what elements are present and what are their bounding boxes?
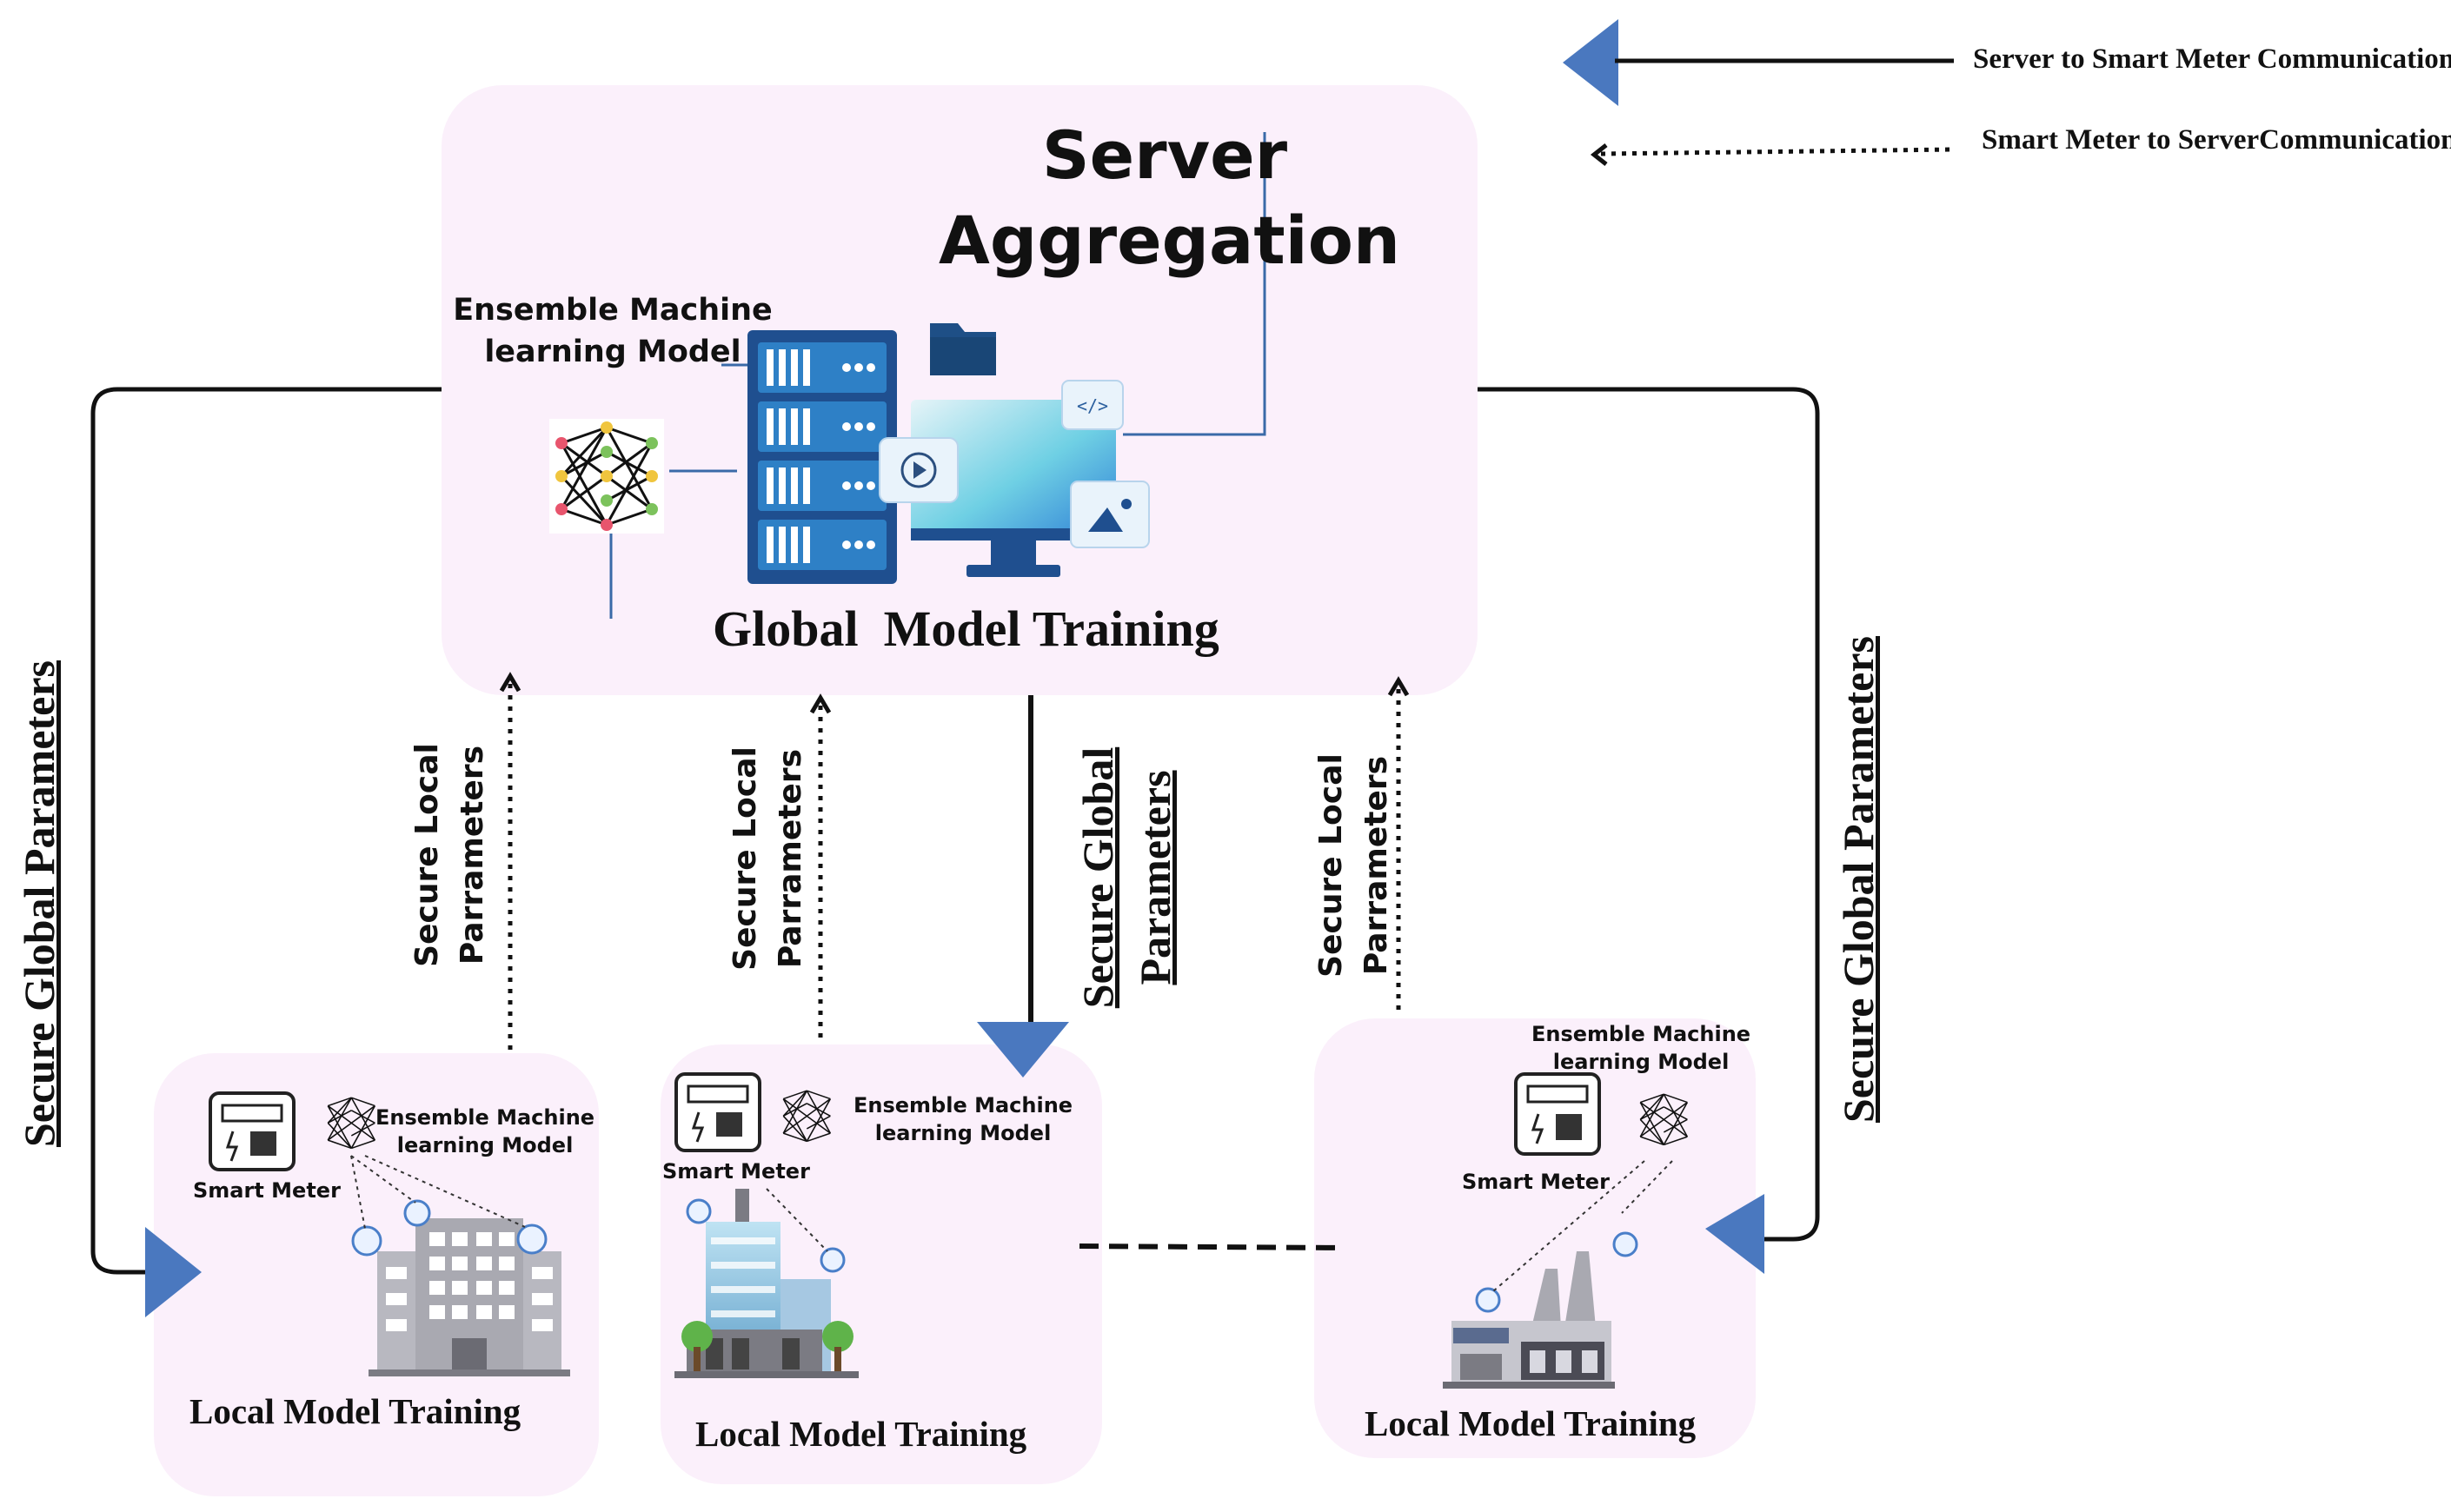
- local-param-3-line1: Secure Local: [1313, 753, 1349, 978]
- local-param-2-line2: Parrameters: [773, 748, 808, 969]
- folder-icon: [930, 323, 996, 375]
- client-1-model-line1: Ensemble Machine: [375, 1105, 595, 1130]
- client-peer-link: [1079, 1243, 1345, 1250]
- client-3-signal-lines: [1492, 1160, 1673, 1292]
- client-1-signal-lines: [350, 1155, 526, 1230]
- local-param-1-line2: Parrameters: [455, 745, 490, 965]
- neural-network-icon: [549, 419, 664, 534]
- server-model-line1: Ensemble Machine: [453, 293, 773, 328]
- local-param-2-line1: Secure Local: [727, 746, 763, 971]
- client-1-model-line2: learning Model: [396, 1133, 574, 1157]
- local-param-label-3: Secure Local Parrameters: [1309, 753, 1399, 978]
- local-parameter-arrow-2: [809, 693, 832, 1038]
- client-3-training-label: Local Model Training: [1365, 1403, 1697, 1443]
- local-param-3-line2: Parrameters: [1358, 755, 1394, 976]
- client-3-meter-label: Smart Meter: [1462, 1170, 1610, 1194]
- client-3-model-line1: Ensemble Machine: [1531, 1022, 1751, 1046]
- glass-building-icon: [674, 1189, 859, 1378]
- middle-global-line2: Parameters: [1131, 770, 1179, 985]
- image-icon: [1070, 481, 1150, 548]
- play-icon: [879, 437, 959, 503]
- factory-icon: [1443, 1251, 1615, 1389]
- server-rack-icon: [747, 330, 897, 584]
- server-title-line1: Server: [1041, 116, 1288, 194]
- local-parameter-arrow-3: [1387, 676, 1410, 1010]
- local-param-1-line1: Secure Local: [409, 743, 445, 967]
- legend-dotted-label: Smart Meter to ServerCommunication: [1982, 124, 2451, 156]
- client-2-signal-line: [766, 1188, 828, 1252]
- legend-solid-arrow: [1563, 19, 1954, 106]
- client-2-meter-label: Smart Meter: [662, 1159, 810, 1184]
- client-1-training-label: Local Model Training: [189, 1391, 521, 1431]
- client-1-model-label: Ensemble Machine learning Model: [375, 1104, 594, 1159]
- tree-icon: [681, 1321, 854, 1371]
- middle-global-label: Secure Global Parameters: [1069, 747, 1184, 1008]
- server-model-line2: learning Model: [484, 335, 741, 369]
- smart-meter-icon: [1514, 1072, 1601, 1156]
- server-panel: [442, 85, 1478, 695]
- server-model-label: Ensemble Machine learning Model: [452, 289, 774, 373]
- monitor-icon: [911, 400, 1116, 577]
- wifi-signal-icon: [1475, 1231, 1638, 1313]
- middle-global-line1: Secure Global: [1073, 746, 1122, 1009]
- right-global-parameter-arrow: [1478, 387, 1820, 1274]
- left-global-parameter-arrow: [90, 387, 442, 1317]
- server-title-line2: Aggregation: [939, 202, 1401, 279]
- legend-dotted-arrow: [1590, 143, 1955, 166]
- wifi-signal-icon: [351, 1199, 548, 1257]
- client-3-model-label: Ensemble Machine learning Model: [1531, 1020, 1750, 1076]
- smart-meter-icon: [209, 1091, 296, 1171]
- neural-network-icon: [782, 1090, 832, 1143]
- middle-global-parameter-arrow: [977, 695, 1069, 1078]
- server-connector-lines: [609, 132, 1266, 619]
- global-training-label: Global Model Training: [713, 600, 1219, 657]
- neural-network-icon: [327, 1097, 376, 1150]
- client-2-training-label: Local Model Training: [695, 1414, 1027, 1454]
- client-1-meter-label: Smart Meter: [193, 1178, 341, 1203]
- wifi-signal-icon: [686, 1198, 846, 1273]
- client-2-model-label: Ensemble Machine learning Model: [854, 1091, 1073, 1147]
- local-parameter-arrow-1: [499, 672, 521, 1050]
- right-global-label: Secure Global Parameters: [1834, 635, 1883, 1124]
- svg-text:</>: </>: [1077, 395, 1108, 416]
- client-3-model-line2: learning Model: [1552, 1050, 1730, 1074]
- neural-network-icon: [1639, 1093, 1689, 1146]
- client-2-model-line1: Ensemble Machine: [854, 1093, 1073, 1117]
- legend-solid-label: Server to Smart Meter Communication: [1973, 43, 2451, 75]
- server-title: Server Aggregation: [939, 113, 1401, 283]
- local-param-label-1: Secure Local Parrameters: [405, 743, 495, 967]
- office-building-icon: [369, 1218, 570, 1376]
- left-global-label: Secure Global Parameters: [15, 660, 63, 1148]
- smart-meter-icon: [674, 1072, 761, 1152]
- local-param-label-2: Secure Local Parrameters: [723, 746, 814, 971]
- client-2-model-line2: learning Model: [874, 1121, 1052, 1145]
- code-icon: </>: [1061, 380, 1124, 430]
